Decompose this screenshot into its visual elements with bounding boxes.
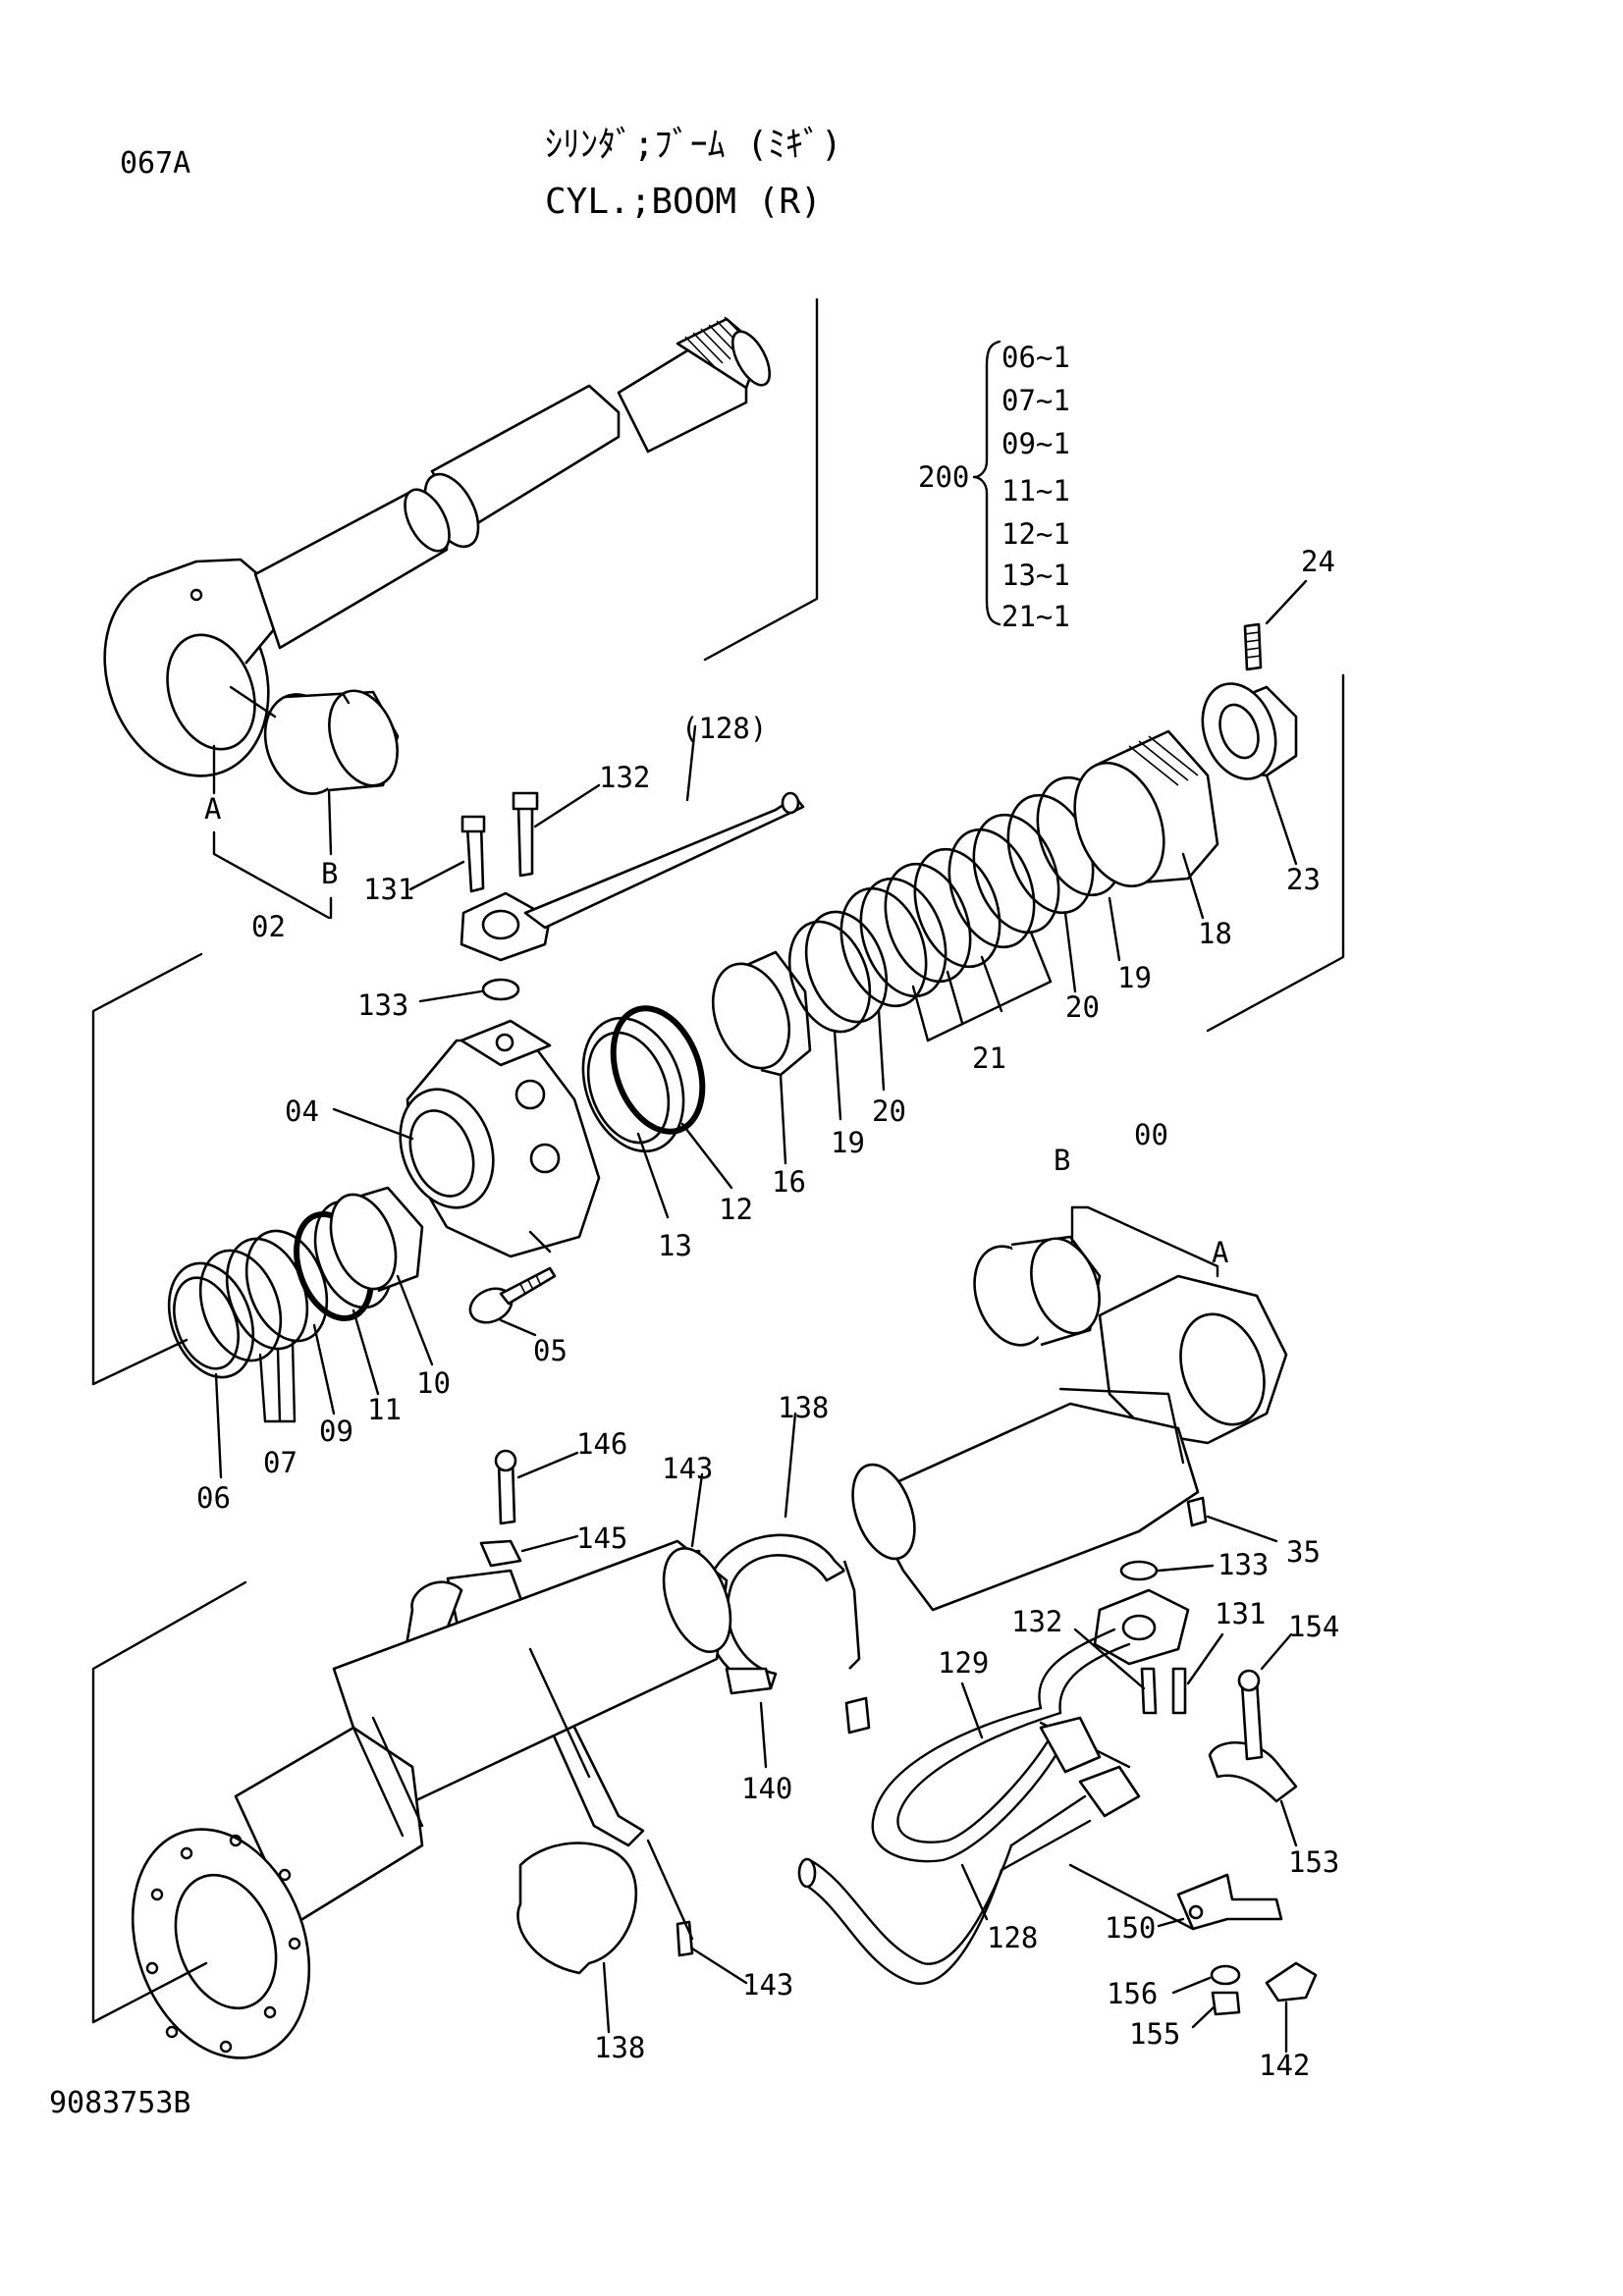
callout-04: 04 xyxy=(285,1095,319,1128)
callout-155: 155 xyxy=(1129,2017,1181,2051)
callout-156: 156 xyxy=(1107,1977,1159,2010)
seal-rings-12-13 xyxy=(581,1005,733,1219)
callout-18: 18 xyxy=(1198,917,1232,950)
callout-131: 131 xyxy=(363,873,415,906)
title-japanese: ｼﾘﾝﾀﾞ;ﾌﾞｰﾑ (ﾐｷﾞ) xyxy=(545,125,842,165)
callout-143: 143 xyxy=(742,1968,794,2002)
callout-09: 09 xyxy=(319,1415,353,1448)
callout-35: 35 xyxy=(1286,1535,1321,1569)
callout-11: 11 xyxy=(367,1393,402,1426)
kit-item: 07~1 xyxy=(1001,384,1070,417)
callout-07: 07 xyxy=(263,1446,298,1479)
callout-A-rod: A xyxy=(204,792,222,826)
kit-item: 11~1 xyxy=(1001,474,1070,507)
callout-00: 00 xyxy=(1134,1118,1168,1151)
pipe-clamp-right xyxy=(1208,1632,1298,1847)
callout-19: 19 xyxy=(1117,961,1152,994)
drawing-number: 9083753B xyxy=(49,2086,191,2120)
page-code: 067A xyxy=(120,146,191,181)
callout-131: 131 xyxy=(1215,1597,1267,1630)
callout-150: 150 xyxy=(1105,1911,1157,1945)
callout-12: 12 xyxy=(719,1193,753,1226)
callout-05: 05 xyxy=(533,1334,568,1367)
kit-item: 12~1 xyxy=(1001,517,1070,551)
callout-145: 145 xyxy=(576,1522,628,1555)
callout-06: 06 xyxy=(196,1481,231,1515)
callout-154: 154 xyxy=(1288,1610,1340,1643)
callout-133: 133 xyxy=(1217,1548,1270,1581)
callout-16: 16 xyxy=(772,1165,806,1199)
callout-A-tube: A xyxy=(1212,1236,1229,1269)
pipe-bracket xyxy=(1068,1863,1318,2054)
callout-24: 24 xyxy=(1301,545,1335,578)
callout-128: 128 xyxy=(987,1921,1039,1954)
callout-132: 132 xyxy=(599,761,651,794)
title-english: CYL.;BOOM (R) xyxy=(545,182,822,222)
cylinder-head xyxy=(332,1019,601,1258)
callout-13: 13 xyxy=(658,1229,692,1262)
callout-19: 19 xyxy=(831,1126,865,1159)
callout-20: 20 xyxy=(1065,990,1100,1024)
kit-brace xyxy=(972,340,1001,626)
callout-B-rod: B xyxy=(321,857,339,890)
callout-133: 133 xyxy=(357,988,409,1022)
cylinder-tube xyxy=(851,1205,1288,1666)
kit-item: 13~1 xyxy=(1001,559,1070,592)
callout-10: 10 xyxy=(416,1366,451,1400)
kit-item: 06~1 xyxy=(1001,341,1070,374)
cylinder-tube-bottom xyxy=(91,1539,732,2059)
callout-02: 02 xyxy=(251,910,286,943)
callout-140: 140 xyxy=(741,1772,793,1805)
piston-assembly xyxy=(711,579,1345,1165)
hydraulic-pipes xyxy=(797,1628,1224,1985)
kit-item: 09~1 xyxy=(1001,427,1070,460)
callout-138: 138 xyxy=(594,2031,646,2064)
piston-rod xyxy=(103,297,819,777)
callout-21: 21 xyxy=(972,1041,1006,1075)
callout-138: 138 xyxy=(778,1391,830,1424)
flange-and-pipe-top xyxy=(408,724,805,1003)
callout-129: 129 xyxy=(938,1646,990,1680)
callout-132: 132 xyxy=(1011,1605,1063,1638)
callout-153: 153 xyxy=(1288,1845,1340,1879)
head-seals xyxy=(91,952,552,1479)
bushing-rod xyxy=(263,689,400,795)
callout-142: 142 xyxy=(1259,2049,1311,2082)
callout-B-tube: B xyxy=(1054,1144,1071,1177)
callout-146: 146 xyxy=(576,1427,628,1461)
socket-bolt xyxy=(468,1266,557,1337)
kit-item: 21~1 xyxy=(1001,600,1070,633)
kit-number: 200 xyxy=(918,460,970,494)
callout-143: 143 xyxy=(662,1452,714,1485)
callout-20: 20 xyxy=(872,1095,906,1128)
callout-23: 23 xyxy=(1286,863,1321,896)
